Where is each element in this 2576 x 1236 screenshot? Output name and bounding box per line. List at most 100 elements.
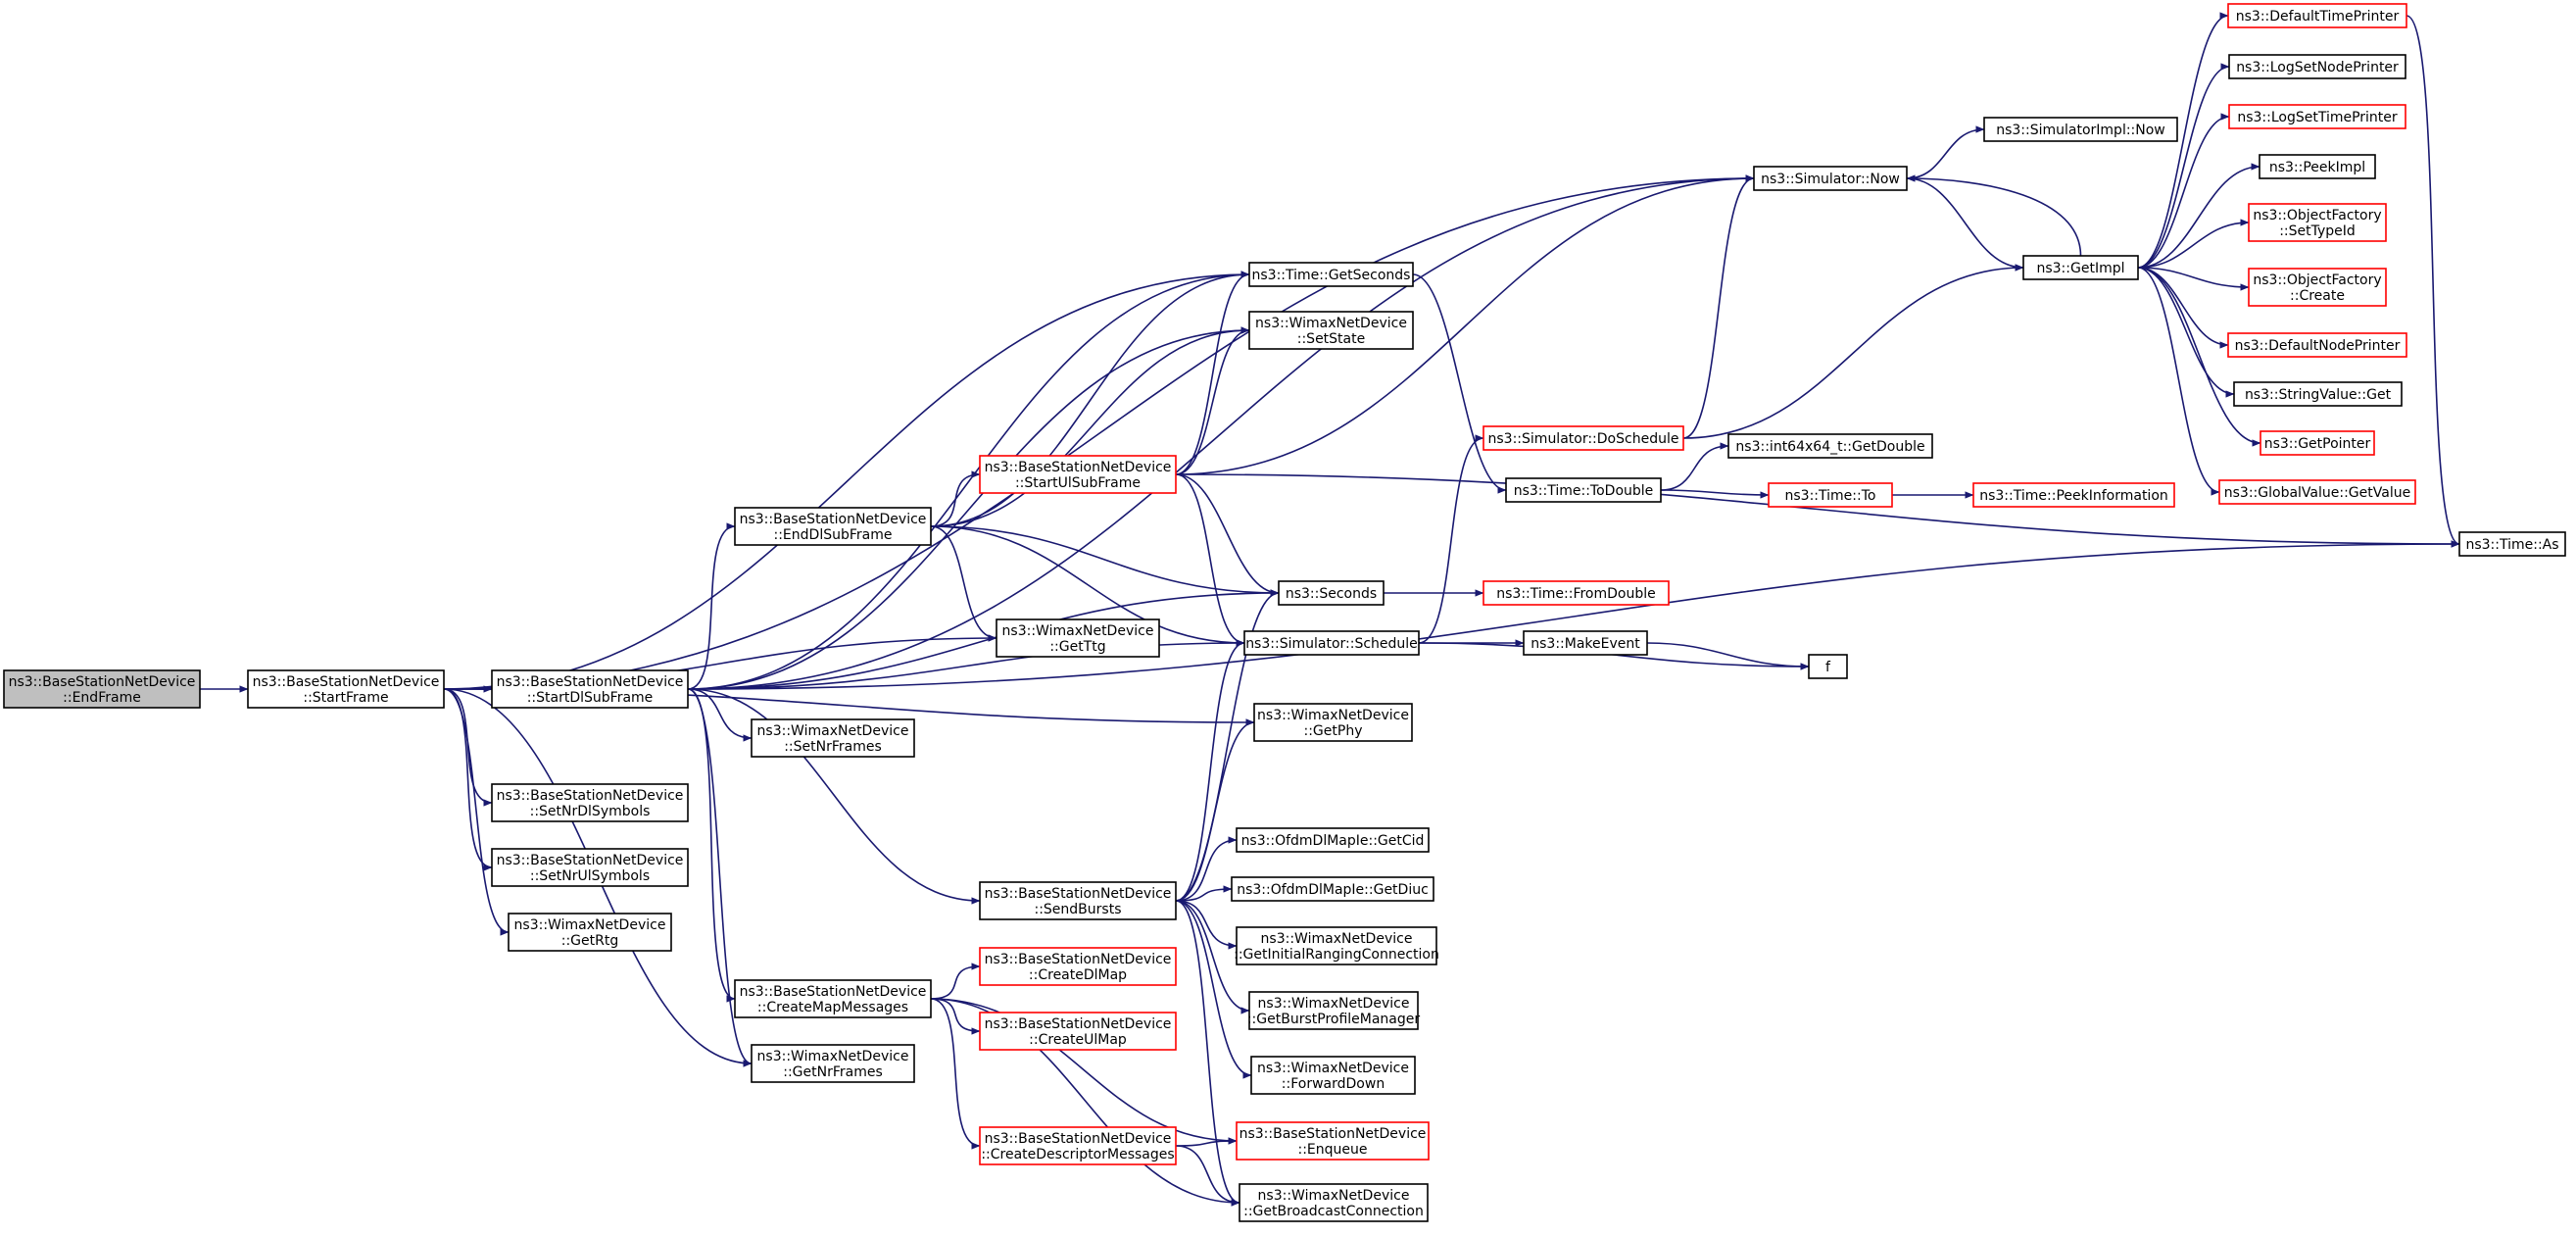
node-set-nr-dl-symbols[interactable]: ns3::BaseStationNetDevice::SetNrDlSymbol… [491,783,689,822]
node-start-frame[interactable]: ns3::BaseStationNetDevice::StartFrame [247,669,445,709]
edge-send-bursts-to-get-broadcast-connection [1175,900,1240,1207]
node-label: ns3::OfdmDlMapIe::GetCid [1241,833,1425,849]
node-label: ns3::BaseStationNetDevice [253,674,440,690]
node-enqueue[interactable]: ns3::BaseStationNetDevice::Enqueue [1236,1121,1430,1161]
node-create-descriptor-messages[interactable]: ns3::BaseStationNetDevice::CreateDescrip… [979,1126,1177,1165]
node-get-cid[interactable]: ns3::OfdmDlMapIe::GetCid [1236,827,1430,853]
node-start-ul-sub-frame[interactable]: ns3::BaseStationNetDevice::StartUlSubFra… [979,455,1177,494]
node-box [3,669,201,709]
node-set-type-id[interactable]: ns3::ObjectFactory::SetTypeId [2248,203,2387,242]
node-do-schedule[interactable]: ns3::Simulator::DoSchedule [1482,425,1684,451]
node-box [979,455,1177,494]
node-get-seconds[interactable]: ns3::Time::GetSeconds [1248,262,1414,287]
edge-end-dl-sub-frame-to-get-seconds [930,271,1250,527]
node-get-nr-frames[interactable]: ns3::WimaxNetDevice::GetNrFrames [751,1044,915,1083]
node-label: ns3::int64x64_t::GetDouble [1735,439,1924,455]
node-sim-impl-now[interactable]: ns3::SimulatorImpl::Now [1983,117,2178,142]
edge-to-double-to-get-double [1660,442,1729,491]
edge-get-impl-to-default-time-printer [2137,12,2229,269]
node-box [979,947,1177,986]
node-box [1239,1183,1429,1222]
node-log-set-time-printer[interactable]: ns3::LogSetTimePrinter [2228,104,2406,129]
node-create-ul-map[interactable]: ns3::BaseStationNetDevice::CreateUlMap [979,1012,1177,1051]
node-box [1236,1121,1430,1161]
node-label: ns3::Time::As [2465,537,2558,553]
node-get-diuc[interactable]: ns3::OfdmDlMapIe::GetDiuc [1231,876,1434,902]
edge-get-impl-to-get-value [2137,267,2220,496]
node-get-phy[interactable]: ns3::WimaxNetDevice::GetPhy [1253,703,1413,742]
node-forward-down[interactable]: ns3::WimaxNetDevice::ForwardDown [1250,1056,1416,1095]
node-label: ::GetPhy [1304,723,1363,739]
node-string-value-get[interactable]: ns3::StringValue::Get [2233,381,2403,407]
node-label: ns3::WimaxNetDevice [1255,316,1407,331]
node-box [979,1012,1177,1051]
node-box [1278,580,1385,606]
edge-start-ul-sub-frame-to-as [1175,473,2460,548]
node-label: ::StartUlSubFrame [1015,475,1141,491]
node-box [979,881,1177,920]
node-seconds[interactable]: ns3::Seconds [1278,580,1385,606]
node-set-state[interactable]: ns3::WimaxNetDevice::SetState [1248,311,1414,350]
node-send-bursts[interactable]: ns3::BaseStationNetDevice::SendBursts [979,881,1177,920]
node-get-broadcast-connection[interactable]: ns3::WimaxNetDevice::GetBroadcastConnect… [1239,1183,1429,1222]
node-log-set-node-printer[interactable]: ns3::LogSetNodePrinter [2228,54,2406,79]
node-to[interactable]: ns3::Time::To [1768,482,1893,508]
node-peek-impl[interactable]: ns3::PeekImpl [2259,154,2376,179]
node-get-double[interactable]: ns3::int64x64_t::GetDouble [1727,433,1933,459]
node-default-node-printer[interactable]: ns3::DefaultNodePrinter [2227,332,2407,358]
node-box [491,669,689,709]
node-set-nr-ul-symbols[interactable]: ns3::BaseStationNetDevice::SetNrUlSymbol… [491,848,689,887]
node-label: ns3::GetPointer [2264,436,2371,452]
node-get-value[interactable]: ns3::GlobalValue::GetValue [2218,479,2416,505]
node-get-burst-profile-manager[interactable]: ns3::WimaxNetDevice::GetBurstProfileMana… [1247,991,1421,1030]
nodes-layer: ns3::BaseStationNetDevice::EndFramens3::… [3,3,2566,1222]
node-get-initial-ranging-connection[interactable]: ns3::WimaxNetDevice::GetInitialRangingCo… [1234,926,1439,965]
node-box [2218,479,2416,505]
node-end-frame[interactable]: ns3::BaseStationNetDevice::EndFrame [3,669,201,709]
edge-to-double-to-to [1660,489,1770,499]
node-f[interactable]: f [1808,654,1848,679]
node-get-rtg[interactable]: ns3::WimaxNetDevice::GetRtg [508,913,672,952]
node-as[interactable]: ns3::Time::As [2458,531,2566,557]
node-default-time-printer[interactable]: ns3::DefaultTimePrinter [2227,3,2407,28]
node-label: ns3::WimaxNetDevice [757,723,909,739]
node-get-ttg[interactable]: ns3::WimaxNetDevice::GetTtg [996,618,1160,658]
node-from-double[interactable]: ns3::Time::FromDouble [1482,580,1670,606]
node-end-dl-sub-frame[interactable]: ns3::BaseStationNetDevice::EndDlSubFrame [734,507,932,546]
node-label: ns3::Simulator::Schedule [1245,636,1418,652]
node-make-event[interactable]: ns3::MakeEvent [1523,630,1648,656]
node-schedule[interactable]: ns3::Simulator::Schedule [1243,630,1420,656]
node-label: ns3::BaseStationNetDevice [985,1131,1172,1147]
node-set-nr-frames[interactable]: ns3::WimaxNetDevice::SetNrFrames [751,718,915,758]
node-now[interactable]: ns3::Simulator::Now [1753,166,1908,191]
node-to-double[interactable]: ns3::Time::ToDouble [1505,477,1662,503]
node-start-dl-sub-frame[interactable]: ns3::BaseStationNetDevice::StartDlSubFra… [491,669,689,709]
node-label: ns3::BaseStationNetDevice [497,788,684,804]
edge-end-dl-sub-frame-to-get-ttg [930,525,997,642]
node-box [1808,654,1848,679]
node-box [2248,268,2387,307]
node-label: ::CreateUlMap [1029,1032,1127,1048]
node-label: ns3::Time::PeekInformation [1979,488,2168,504]
node-label: ::Enqueue [1297,1142,1367,1158]
node-label: ns3::BaseStationNetDevice [985,886,1172,902]
edge-end-dl-sub-frame-to-start-ul-sub-frame [930,470,981,527]
node-create[interactable]: ns3::ObjectFactory::Create [2248,268,2387,307]
edge-create-map-messages-to-create-descriptor-messages [930,998,981,1150]
node-create-dl-map[interactable]: ns3::BaseStationNetDevice::CreateDlMap [979,947,1177,986]
node-label: ns3::WimaxNetDevice [1002,623,1154,639]
node-label: ns3::BaseStationNetDevice [497,674,684,690]
node-peek-information[interactable]: ns3::Time::PeekInformation [1972,482,2175,508]
node-label: ns3::WimaxNetDevice [1257,708,1409,723]
node-get-impl[interactable]: ns3::GetImpl [2022,255,2139,280]
node-box [996,618,1160,658]
node-create-map-messages[interactable]: ns3::BaseStationNetDevice::CreateMapMess… [734,979,932,1018]
node-label: ns3::Seconds [1286,586,1377,602]
node-get-pointer[interactable]: ns3::GetPointer [2260,430,2375,456]
edge-start-frame-to-now [443,174,1755,690]
node-box [2260,430,2375,456]
node-label: ::CreateDlMap [1029,967,1127,983]
node-box [1236,827,1430,853]
node-label: ns3::WimaxNetDevice [514,917,666,933]
